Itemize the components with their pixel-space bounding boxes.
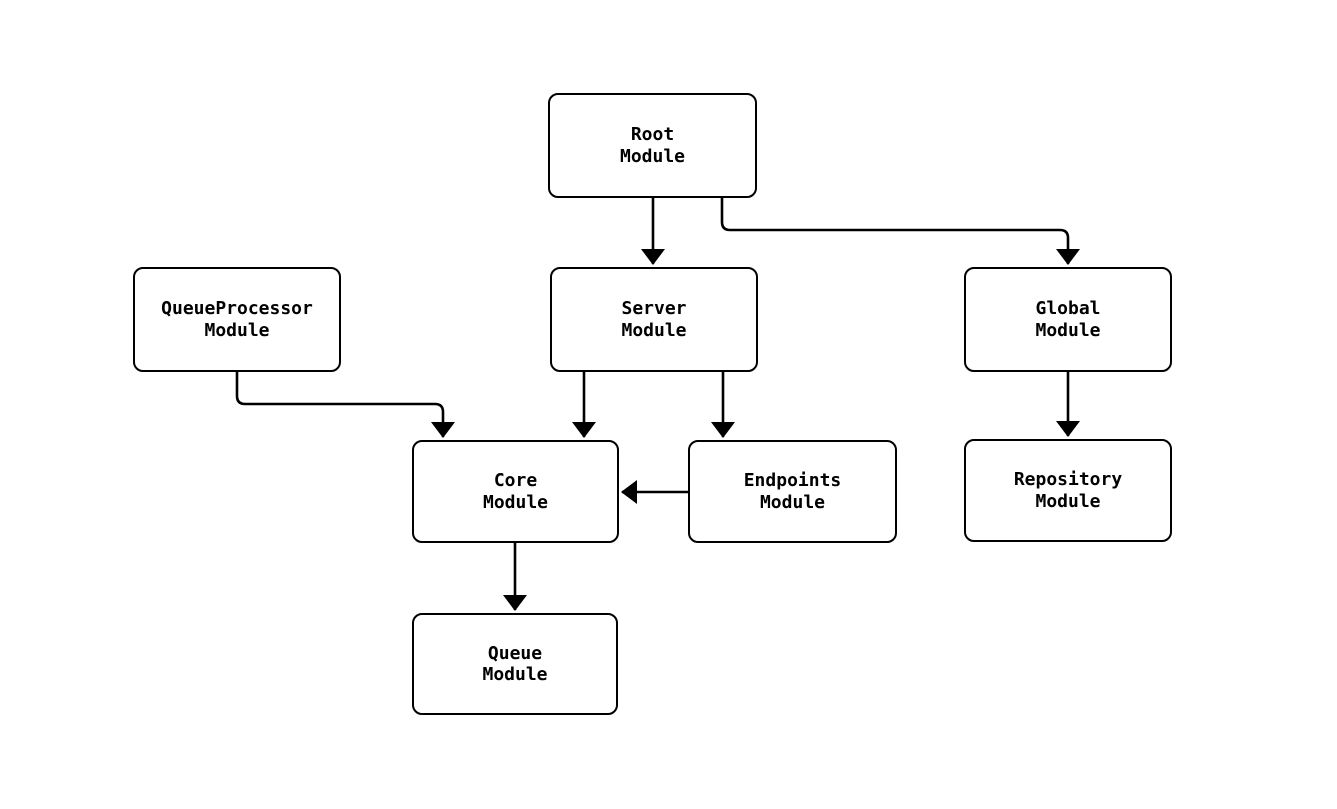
node-label-line2: Module — [482, 491, 549, 513]
node-label-line2: Module — [1035, 490, 1101, 512]
node-label-line2: Module — [1035, 319, 1101, 341]
node-label-line2: Module — [204, 319, 270, 341]
node-label-line1: Global — [1035, 298, 1101, 319]
node-label-line2: Module — [619, 145, 686, 167]
node-label-line1: Root — [630, 124, 675, 145]
node-label-line1: Queue — [487, 642, 543, 664]
edge-queueprocessor-to-core — [235, 372, 455, 438]
node-label-line2: Module — [482, 664, 548, 685]
node-label-line1: Endpoints — [743, 470, 842, 491]
node-label-line2: Module — [759, 491, 825, 513]
node-label-line1: Server — [621, 298, 687, 319]
edge-root-to-global — [720, 198, 1080, 265]
node-label-line1: Repository — [1013, 469, 1123, 490]
node-label-line1: Core — [493, 470, 538, 491]
node-label-line1: QueueProcessor — [161, 298, 313, 319]
node-label-line2: Module — [621, 319, 687, 341]
